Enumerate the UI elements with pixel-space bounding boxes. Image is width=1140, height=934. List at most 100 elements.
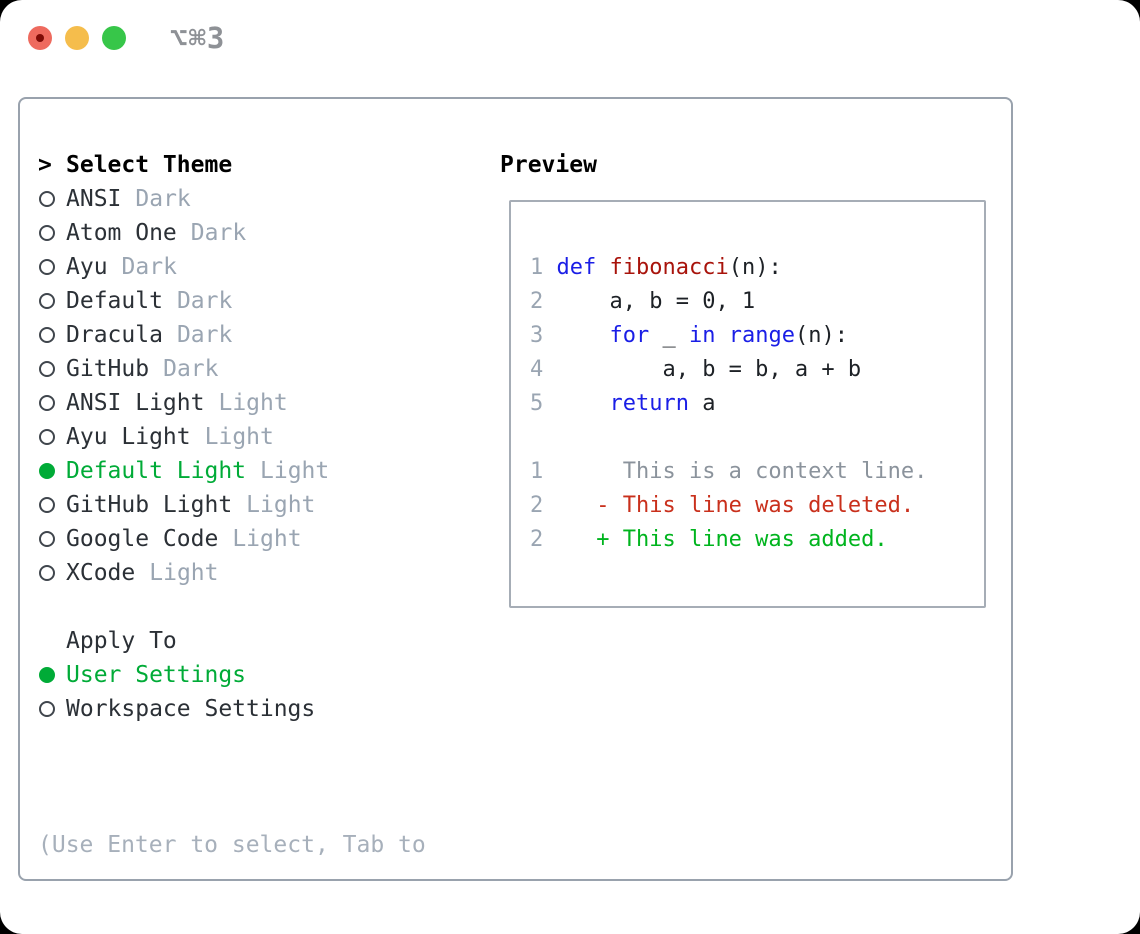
line-number: 3 — [530, 323, 557, 348]
code-token: def — [556, 255, 597, 280]
radio-selected-icon — [38, 463, 66, 479]
code-line: 4 a, b = b, a + b — [530, 353, 927, 387]
theme-option-default[interactable]: Default Dark — [38, 284, 329, 318]
code-line — [530, 421, 927, 455]
code-token: - This line was deleted. — [556, 493, 915, 518]
variant-badge: Dark — [121, 254, 177, 280]
option-label: Ayu — [66, 254, 108, 280]
theme-option-ayu[interactable]: Ayu Dark — [38, 250, 329, 284]
theme-option-xcode[interactable]: XCode Light — [38, 556, 329, 590]
select-theme-header: > Select Theme — [38, 148, 329, 182]
option-label: GitHub Light — [66, 492, 233, 518]
code-token: _ — [649, 323, 689, 348]
code-line: 1 def fibonacci(n): — [530, 251, 927, 285]
code-token: a — [688, 391, 716, 416]
line-number: 1 — [530, 255, 557, 280]
apply-option-workspace-settings[interactable]: Workspace Settings — [38, 692, 329, 726]
variant-badge: Light — [204, 424, 274, 450]
zoom-button-icon[interactable] — [102, 26, 126, 50]
code-line: 2 + This line was added. — [530, 523, 927, 557]
option-label: Ayu Light — [66, 424, 191, 450]
close-button-icon[interactable] — [28, 26, 52, 50]
radio-icon — [38, 191, 66, 207]
code-token — [596, 255, 609, 280]
option-label: User Settings — [66, 662, 247, 688]
radio-icon — [38, 429, 66, 445]
option-label: ANSI Light — [66, 390, 205, 416]
code-token — [557, 391, 610, 416]
variant-badge: Light — [232, 526, 302, 552]
variant-badge: Light — [260, 458, 330, 484]
radio-icon — [38, 225, 66, 241]
option-label: XCode — [66, 560, 136, 586]
theme-option-github-light[interactable]: GitHub Light Light — [38, 488, 329, 522]
variant-badge: Dark — [163, 356, 219, 382]
option-label: Default — [66, 288, 163, 314]
hint-line-1: (Use Enter to select, Tab to — [38, 832, 426, 858]
code-line: 2 a, b = 0, 1 — [530, 285, 927, 319]
radio-icon — [38, 497, 66, 513]
option-label: Workspace Settings — [66, 696, 316, 722]
radio-icon — [38, 565, 66, 581]
keyboard-hint: (Use Enter to select, Tab to change focu… — [38, 760, 426, 934]
variant-badge: Dark — [176, 288, 233, 314]
variant-badge: Dark — [190, 220, 247, 246]
theme-option-atom-one[interactable]: Atom One Dark — [38, 216, 329, 250]
select-theme-title: Select Theme — [66, 152, 233, 178]
option-label: Default Light — [66, 458, 247, 484]
theme-option-dracula[interactable]: Dracula Dark — [38, 318, 329, 352]
variant-badge: Dark — [176, 322, 233, 348]
option-label: Google Code — [66, 526, 219, 552]
option-label: Dracula — [66, 322, 163, 348]
line-number: 2 — [530, 493, 557, 518]
theme-option-github[interactable]: GitHub Dark — [38, 352, 329, 386]
radio-icon — [38, 395, 66, 411]
code-line: 1 This is a context line. — [530, 455, 927, 489]
code-line: 5 return a — [530, 387, 927, 421]
apply-option-user-settings[interactable]: User Settings — [38, 658, 329, 692]
radio-icon — [38, 531, 66, 547]
variant-badge: Light — [149, 560, 219, 586]
theme-option-google-code[interactable]: Google Code Light — [38, 522, 329, 556]
line-number: 2 — [530, 527, 557, 552]
preview-title: Preview — [500, 152, 597, 178]
prompt-icon: > — [38, 152, 52, 178]
variant-badge: Light — [246, 492, 316, 518]
radio-selected-icon — [38, 667, 66, 683]
option-label: ANSI — [66, 186, 122, 212]
theme-option-default-light[interactable]: Default Light Light — [38, 454, 329, 488]
code-token: fibonacci — [609, 255, 729, 280]
apply-to-title: Apply To — [66, 628, 177, 654]
code-token: (n): — [794, 323, 848, 348]
theme-option-ayu-light[interactable]: Ayu Light Light — [38, 420, 329, 454]
code-token: + This line was added. — [556, 527, 888, 552]
code-token: (n): — [728, 255, 782, 280]
code-token: This is a context line. — [556, 459, 928, 484]
option-label: Atom One — [66, 220, 177, 246]
radio-icon — [38, 327, 66, 343]
code-token — [557, 323, 610, 348]
hint-line-2: change focus) — [38, 930, 426, 934]
preview-panel — [509, 200, 986, 608]
code-token: for — [609, 323, 650, 348]
line-number: 2 — [530, 289, 557, 314]
code-line: 2 - This line was deleted. — [530, 489, 927, 523]
minimize-button-icon[interactable] — [65, 26, 89, 50]
code-token: a, b = b, a + b — [556, 357, 862, 382]
line-number: 5 — [530, 391, 557, 416]
radio-icon — [38, 293, 66, 309]
code-token: a, b = 0, 1 — [556, 289, 756, 314]
theme-option-ansi[interactable]: ANSI Dark — [38, 182, 329, 216]
variant-badge: Dark — [135, 186, 191, 212]
spacer — [38, 590, 329, 624]
radio-icon — [38, 701, 66, 717]
line-number: 1 — [530, 459, 557, 484]
code-token: return — [609, 391, 689, 416]
option-label: GitHub — [66, 356, 150, 382]
radio-icon — [38, 361, 66, 377]
